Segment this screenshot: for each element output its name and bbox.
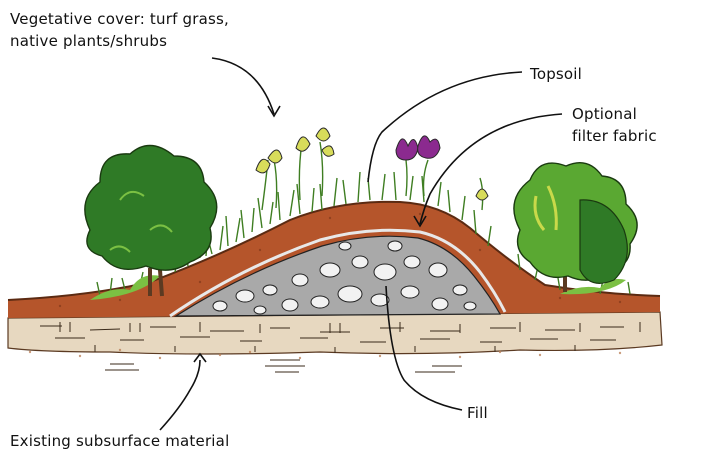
- label-fill: Fill: [467, 404, 488, 422]
- label-optional-line2: filter fabric: [572, 127, 657, 145]
- topsoil-leader: [367, 71, 523, 183]
- purple-flowers: [395, 135, 441, 197]
- left-tree: [84, 144, 218, 297]
- label-vegetative-cover-line2: native plants/shrubs: [10, 32, 168, 50]
- grass-patch: [90, 275, 626, 300]
- grass-cover: [96, 171, 631, 297]
- yellow-flowers: [255, 127, 489, 211]
- label-optional-line1: Optional: [572, 105, 638, 123]
- label-existing-subsurface: Existing subsurface material: [10, 432, 230, 450]
- fill-leader: [385, 285, 463, 411]
- label-vegetative-cover-line1: Vegetative cover: turf grass,: [10, 10, 230, 28]
- vegetative-arrow: [211, 57, 275, 115]
- filter-fabric-line: [169, 228, 507, 318]
- filter-fabric-arrow: [419, 113, 563, 225]
- existing-arrow: [159, 359, 201, 431]
- leader-lines: [159, 57, 563, 431]
- right-tree: [513, 162, 638, 292]
- label-topsoil: Topsoil: [530, 65, 583, 83]
- existing-subsurface: [7, 311, 663, 373]
- fill-core: [173, 235, 502, 317]
